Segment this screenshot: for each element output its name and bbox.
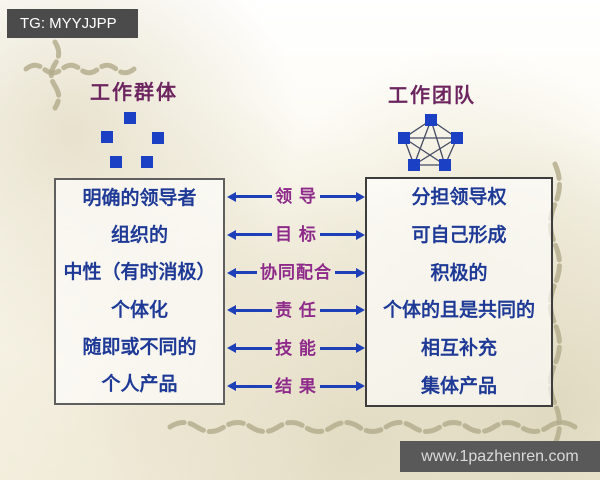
group-member-square (101, 131, 113, 143)
relation-row-leadership: 领 导 (227, 187, 366, 207)
work-team-title: 工作团队 (388, 85, 476, 107)
group-member-square (110, 156, 122, 168)
work-group-row-leadership: 明确的领导者 (82, 188, 197, 210)
relation-row-synergy: 协同配合 (227, 264, 365, 281)
arrowhead-left-icon (227, 267, 236, 278)
relation-row-skills: 技 能 (227, 338, 366, 358)
arrowhead-right-icon (356, 191, 366, 202)
site-watermark-badge: www.1pazhenren.com (400, 441, 600, 472)
relation-row-goal: 目 标 (227, 225, 366, 245)
arrow-line (236, 384, 273, 388)
team-member-square (398, 132, 410, 144)
arrowhead-left-icon (227, 343, 236, 354)
arrow-line (319, 346, 357, 350)
tg-watermark-badge: TG: MYYJJPP (7, 9, 138, 38)
work-group-row-responsibility: 个体化 (110, 299, 168, 321)
decor-line-top-horizontal (23, 62, 137, 76)
relation-label: 协同配合 (260, 263, 332, 283)
work-team-row-goal: 可自己形成 (411, 224, 507, 246)
group-member-square (124, 112, 136, 124)
relation-label: 技 能 (275, 338, 317, 358)
work-group-box: 明确的领导者 组织的 中性（有时消极） 个体化 随即或不同的 个人产品 (54, 178, 225, 405)
arrowhead-right-icon (356, 229, 366, 240)
arrow-line (319, 233, 357, 237)
work-team-box: 分担领导权 可自己形成 积极的 个体的且是共同的 相互补充 集体产品 (365, 177, 553, 407)
team-member-square (439, 159, 451, 171)
relation-row-responsibility: 责 任 (227, 300, 366, 320)
work-group-row-skills: 随即或不同的 (82, 336, 197, 358)
arrow-line (319, 195, 357, 199)
arrowhead-left-icon (227, 229, 236, 240)
arrow-line (319, 384, 357, 388)
arrow-line (236, 271, 257, 275)
arrowhead-right-icon (356, 343, 366, 354)
decor-line-top-vertical (48, 39, 62, 111)
group-member-square (141, 156, 153, 168)
work-group-title: 工作群体 (90, 82, 178, 104)
relation-label: 责 任 (275, 300, 317, 320)
arrowhead-left-icon (227, 381, 236, 392)
arrowhead-left-icon (227, 305, 236, 316)
team-member-square (425, 114, 437, 126)
work-team-row-results: 集体产品 (420, 375, 497, 397)
work-group-row-synergy: 中性（有时消极） (63, 262, 216, 284)
work-team-row-leadership: 分担领导权 (411, 187, 507, 209)
arrow-line (236, 195, 273, 199)
work-team-row-skills: 相互补充 (420, 337, 497, 359)
team-member-square (408, 159, 420, 171)
arrowhead-right-icon (356, 381, 366, 392)
work-team-row-responsibility: 个体的且是共同的 (382, 300, 535, 322)
team-network-graph (398, 114, 463, 171)
team-member-square (451, 132, 463, 144)
work-group-row-results: 个人产品 (101, 373, 178, 395)
arrow-line (319, 308, 357, 312)
arrow-line (236, 233, 273, 237)
decor-line-right-vertical (548, 161, 562, 447)
relation-row-results: 结 果 (227, 376, 366, 396)
decor-line-bottom-horizontal (167, 420, 578, 434)
relation-label: 领 导 (275, 187, 317, 207)
arrowhead-right-icon (356, 305, 366, 316)
work-team-row-synergy: 积极的 (430, 262, 488, 284)
arrow-line (236, 308, 273, 312)
arrow-line (335, 271, 356, 275)
relation-label: 结 果 (275, 376, 317, 396)
arrowhead-left-icon (227, 191, 236, 202)
relation-label: 目 标 (275, 225, 317, 245)
relation-arrows-column: 领 导 目 标 协同配合 责 任 技 能 (227, 178, 366, 405)
group-member-square (152, 132, 164, 144)
work-group-row-goal: 组织的 (110, 225, 168, 247)
arrow-line (236, 346, 273, 350)
arrowhead-right-icon (356, 267, 365, 278)
